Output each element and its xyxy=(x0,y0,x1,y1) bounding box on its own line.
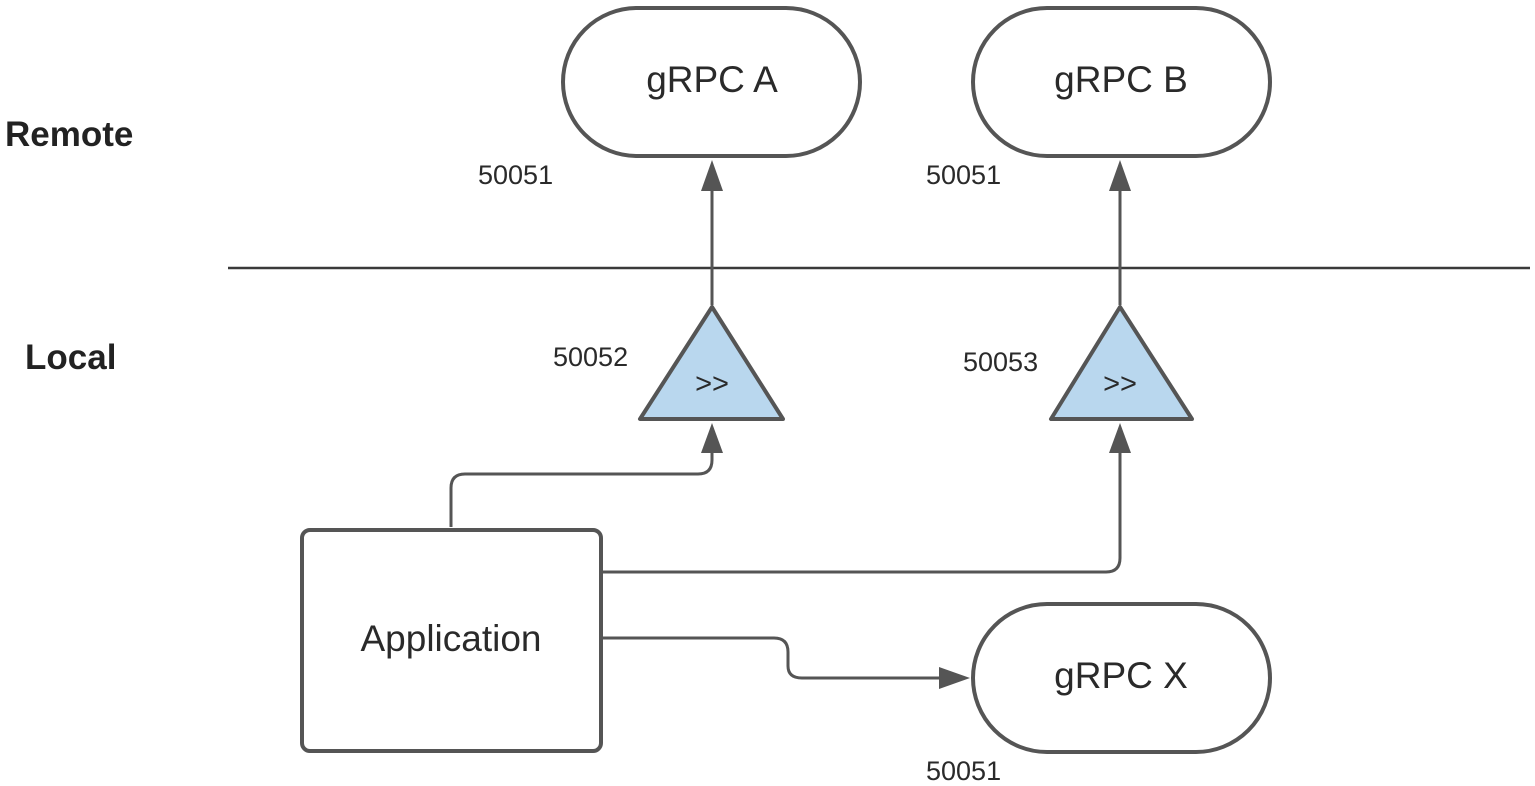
grpc-a-port: 50051 xyxy=(478,160,553,190)
proxy-b-port: 50053 xyxy=(963,347,1038,377)
arrowhead-grpc-b xyxy=(1109,160,1131,191)
proxy-b-shape xyxy=(1049,305,1194,421)
grpc-b-port: 50051 xyxy=(926,160,1001,190)
application-label: Application xyxy=(360,618,541,659)
grpc-b-shape xyxy=(971,6,1272,158)
grpc-x-shape xyxy=(971,602,1272,754)
proxy-a-port: 50052 xyxy=(553,342,628,372)
edge-application-to-proxy-b xyxy=(603,452,1122,574)
grpc-b-label: gRPC B xyxy=(1054,59,1188,100)
edge-application-to-grpc-x xyxy=(603,636,940,680)
arrowhead-proxy-b xyxy=(1109,423,1131,453)
grpc-a-shape xyxy=(561,6,862,158)
grpc-b-node: gRPC B xyxy=(971,6,1272,158)
remote-zone-label: Remote xyxy=(5,115,133,154)
proxy-a-shape xyxy=(638,305,785,421)
arrowhead-grpc-x xyxy=(939,667,970,689)
grpc-a-node: gRPC A xyxy=(561,6,862,158)
grpc-x-port: 50051 xyxy=(926,756,1001,786)
arrowhead-grpc-a xyxy=(701,160,723,191)
edge-application-to-proxy-a xyxy=(449,452,714,527)
grpc-a-label: gRPC A xyxy=(646,59,778,100)
proxy-a-symbol: >> xyxy=(695,368,729,400)
proxy-b-node: >> xyxy=(1049,305,1194,421)
application-node: Application xyxy=(300,528,603,753)
proxy-b-symbol: >> xyxy=(1103,368,1137,400)
grpc-x-label: gRPC X xyxy=(1054,655,1188,696)
proxy-a-node: >> xyxy=(638,305,785,421)
arrowhead-proxy-a xyxy=(701,423,723,453)
grpc-x-node: gRPC X xyxy=(971,602,1272,754)
application-shape xyxy=(300,528,603,753)
local-zone-label: Local xyxy=(25,338,116,377)
connectors xyxy=(449,160,1131,689)
